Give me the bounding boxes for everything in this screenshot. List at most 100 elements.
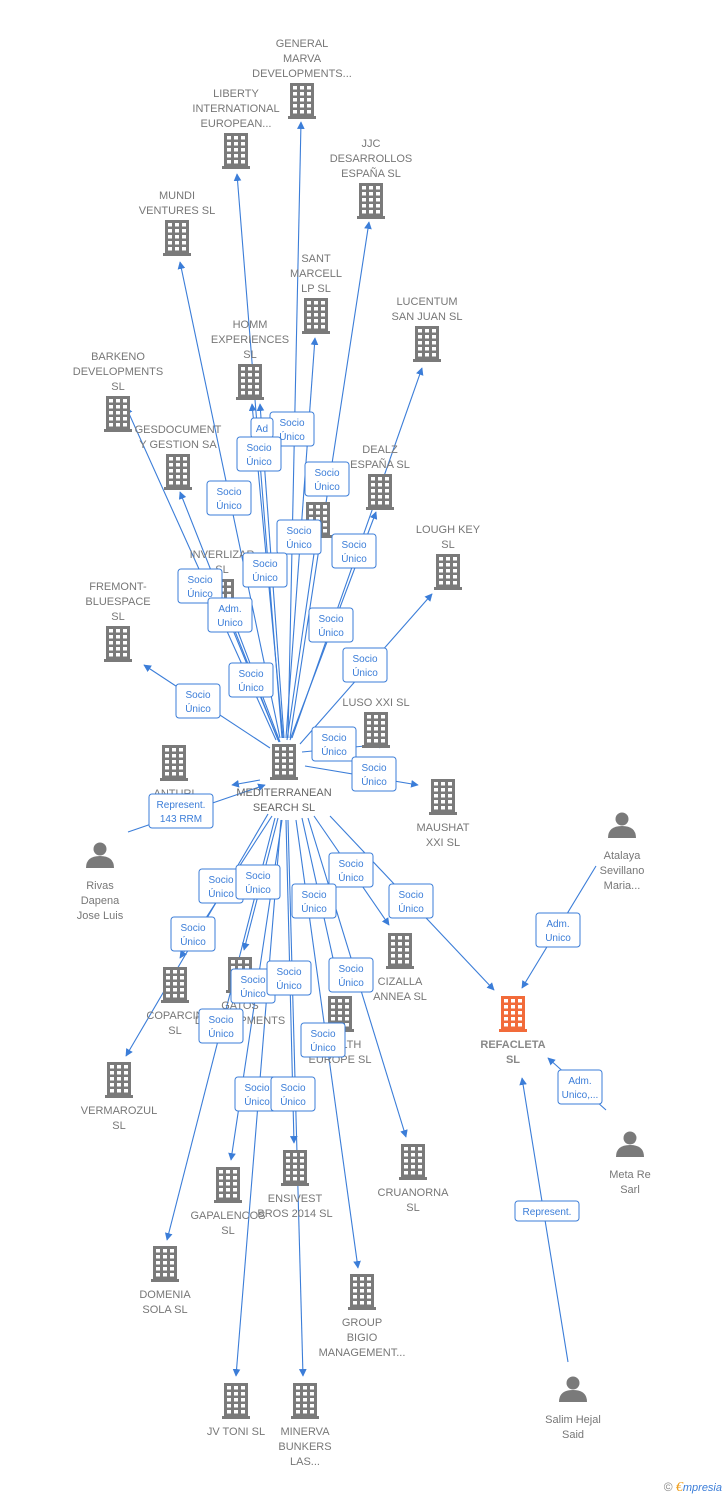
node-group_bigio[interactable]: GROUPBIGIOMANAGEMENT... bbox=[319, 1274, 406, 1359]
edge-label-refacleta[interactable]: Adm.Unico,... bbox=[557, 1069, 603, 1105]
edge-label-text: Socio bbox=[245, 871, 270, 882]
edge-label-text: Único bbox=[276, 979, 302, 992]
node-label-maushat: XXI SL bbox=[426, 837, 460, 849]
node-label-cizalla: CIZALLA bbox=[378, 976, 423, 988]
edge-label-text: Socio bbox=[180, 923, 205, 934]
node-minerva[interactable]: MINERVABUNKERSLAS... bbox=[278, 1383, 332, 1468]
node-general_marva[interactable]: GENERALMARVADEVELOPMENTS... bbox=[252, 38, 352, 119]
building-icon bbox=[281, 1150, 309, 1186]
building-icon bbox=[399, 1144, 427, 1180]
node-label-vermarozul: SL bbox=[112, 1120, 125, 1132]
node-label-salim: Said bbox=[562, 1429, 584, 1441]
edge-label-inverlizar[interactable]: Adm.Unico bbox=[207, 597, 253, 633]
edge-label-text: Socio bbox=[279, 418, 304, 429]
node-label-domenia: DOMENIA bbox=[139, 1289, 191, 1301]
edge-label-text: Socio bbox=[244, 1083, 269, 1094]
node-luso[interactable]: LUSO XXI SL bbox=[342, 697, 410, 748]
person-icon bbox=[616, 1131, 644, 1157]
node-label-gapalencos: GAPALENCOS bbox=[191, 1210, 266, 1222]
node-jv_toni[interactable]: JV TONI SL bbox=[207, 1383, 265, 1438]
edge-label-homm[interactable]: Ad bbox=[250, 417, 274, 439]
copyright-symbol: © bbox=[663, 1480, 673, 1494]
node-anturi[interactable]: ANTURI bbox=[154, 745, 195, 800]
node-label-general_marva: DEVELOPMENTS... bbox=[252, 68, 352, 80]
node-vermarozul[interactable]: VERMAROZUL SL bbox=[81, 1062, 157, 1132]
node-liberty[interactable]: LIBERTYINTERNATIONALEUROPEAN... bbox=[192, 88, 280, 169]
node-label-fremont: SL bbox=[111, 611, 124, 623]
node-label-meta_re: Sarl bbox=[620, 1184, 640, 1196]
edge-label-text: Socio bbox=[318, 614, 343, 625]
edge-label-text: Socio bbox=[321, 733, 346, 744]
edge-label-refacleta[interactable]: Represent. bbox=[514, 1200, 580, 1222]
node-label-inverlizar: INVERLIZAR bbox=[190, 549, 255, 561]
building-icon bbox=[105, 1062, 133, 1098]
edge-label-text: Unico bbox=[217, 618, 243, 629]
edge-label-text: Socio bbox=[310, 1029, 335, 1040]
edge-label-text: 143 RRM bbox=[160, 814, 202, 825]
edge-label-text: Único bbox=[279, 430, 305, 443]
person-icon bbox=[608, 812, 636, 838]
edges-layer bbox=[125, 121, 607, 1377]
node-label-salim: Salim Hejal bbox=[545, 1414, 601, 1426]
edge-label-refacleta[interactable]: Adm.Unico bbox=[535, 912, 581, 948]
edge-label-mediterranean[interactable]: Represent.143 RRM bbox=[148, 793, 214, 829]
edge-label-text: Socio bbox=[246, 443, 271, 454]
node-label-general_marva: MARVA bbox=[283, 53, 322, 65]
node-label-sant_marcell: SANT bbox=[301, 253, 331, 265]
building-icon bbox=[222, 1383, 250, 1419]
node-label-lucentum: LUCENTUM bbox=[396, 296, 457, 308]
node-atalaya[interactable]: AtalayaSevillanoMaria... bbox=[600, 812, 645, 893]
edge-label-text: Único bbox=[321, 745, 347, 758]
node-label-vermarozul: VERMAROZUL bbox=[81, 1105, 157, 1117]
node-label-jjc: ESPAÑA SL bbox=[341, 167, 401, 180]
